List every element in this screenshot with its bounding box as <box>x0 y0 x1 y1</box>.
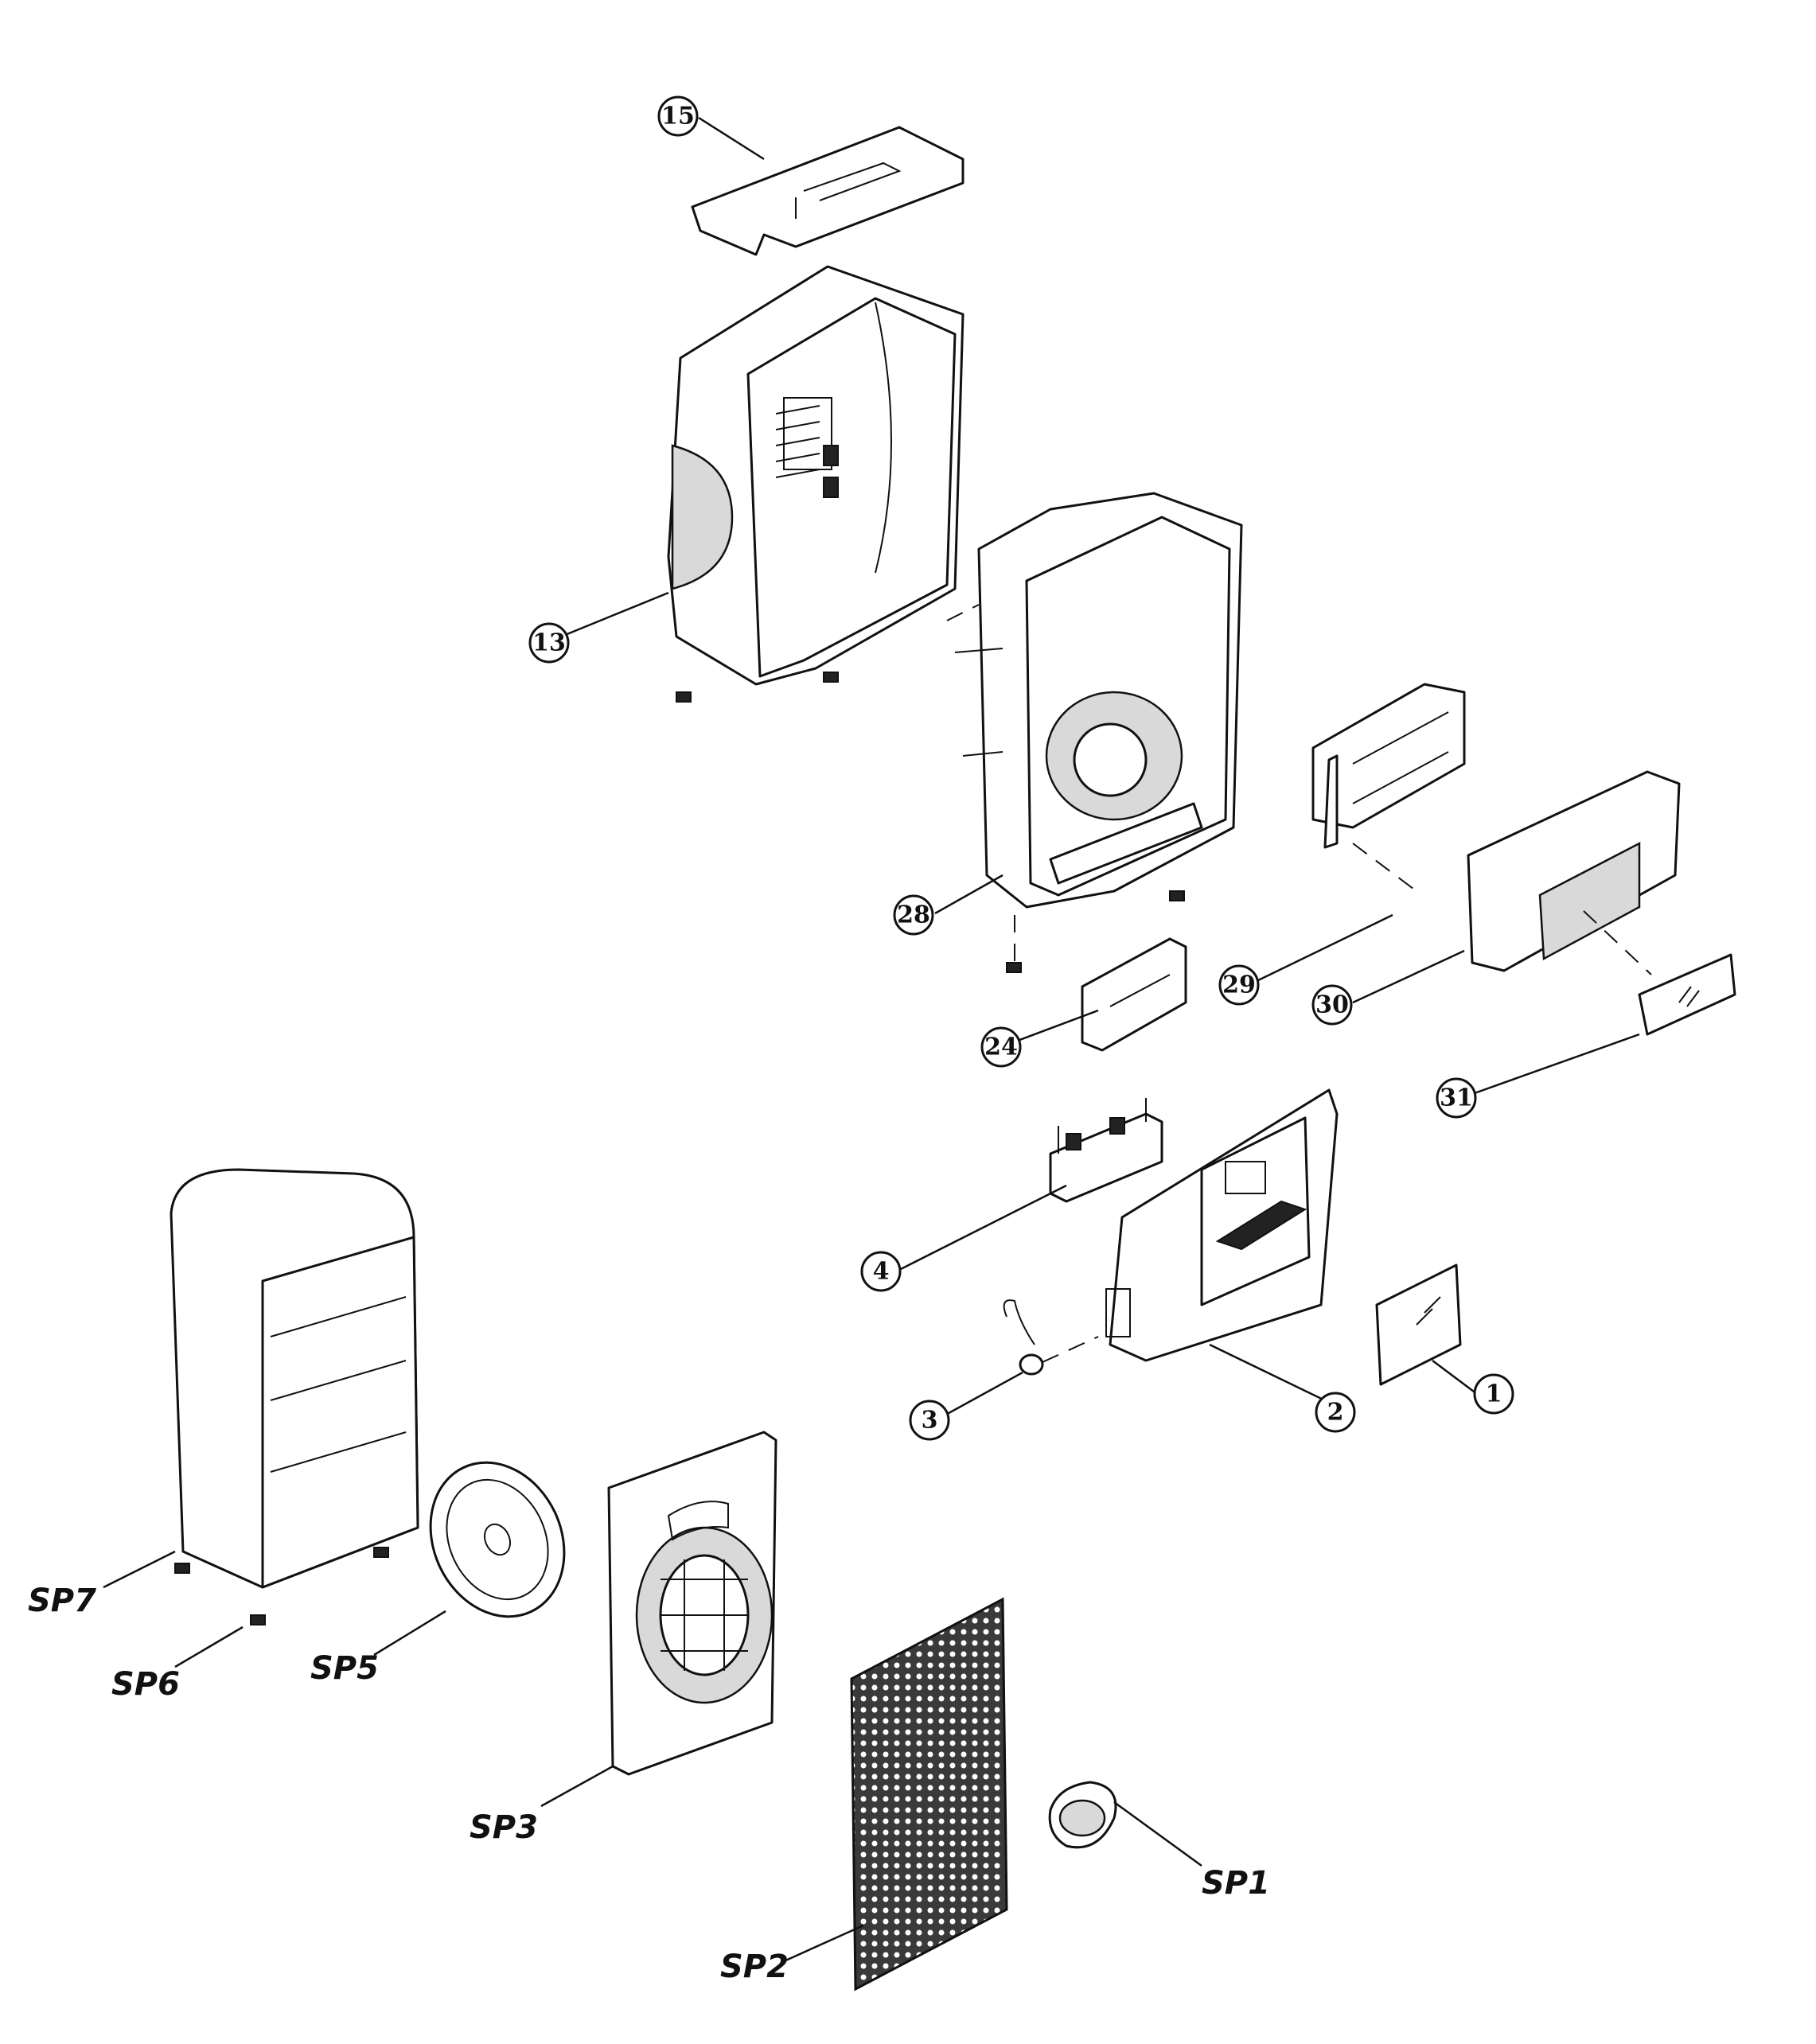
svg-text:3: 3 <box>922 1407 938 1435</box>
leader-28 <box>934 874 1003 915</box>
vent-grille <box>775 405 820 478</box>
part-switch-block <box>1049 1098 1163 1203</box>
label-sp2: SP2 <box>720 1949 789 1985</box>
callout-4: 4 <box>860 1251 902 1292</box>
callout-31: 31 <box>1436 1077 1477 1119</box>
part-clip <box>1081 937 1187 1052</box>
part-speaker-baffle <box>607 1431 777 1776</box>
callout-30: 30 <box>1311 984 1353 1026</box>
part-speaker-driver <box>429 1461 566 1618</box>
callout-29: 29 <box>1218 964 1260 1006</box>
part-front-bezel <box>1105 1088 1339 1362</box>
svg-text:29: 29 <box>1222 971 1256 999</box>
part-speaker-cabinet <box>170 1168 419 1625</box>
svg-text:28: 28 <box>897 901 930 929</box>
leader-sp2 <box>783 1924 864 1963</box>
part-rear-cabinet <box>667 265 965 703</box>
part-small-window <box>1638 953 1736 1036</box>
svg-text:4: 4 <box>873 1258 890 1286</box>
callout-13: 13 <box>528 622 570 664</box>
svg-text:15: 15 <box>661 103 695 130</box>
label-sp5: SP5 <box>310 1650 379 1687</box>
leader-2 <box>1209 1343 1334 1406</box>
leader-sp1 <box>1113 1801 1202 1867</box>
part-tweeter <box>1048 1781 1117 1849</box>
part-spring-knob <box>1003 1299 1099 1376</box>
svg-text:2: 2 <box>1327 1399 1344 1427</box>
part-inner-chassis <box>946 492 1243 973</box>
part-speaker-grille <box>850 1597 1008 1991</box>
part-top-cover <box>691 126 965 256</box>
leader-30 <box>1352 949 1465 1004</box>
svg-text:30: 30 <box>1315 991 1349 1019</box>
leader-1 <box>1432 1360 1481 1397</box>
label-sp3: SP3 <box>470 1809 538 1846</box>
leader-sp5 <box>373 1610 446 1657</box>
part-front-panel <box>1467 770 1681 972</box>
leader-sp3 <box>540 1765 614 1808</box>
part-bracket <box>1311 683 1466 849</box>
callout-3: 3 <box>909 1400 950 1441</box>
callout-2: 2 <box>1315 1392 1356 1433</box>
leader-sp6 <box>174 1625 244 1668</box>
svg-text:1: 1 <box>1486 1380 1502 1408</box>
svg-text:31: 31 <box>1440 1084 1473 1112</box>
leader-3 <box>942 1371 1023 1418</box>
label-sp6: SP6 <box>111 1666 180 1703</box>
leader-29 <box>1253 913 1393 984</box>
svg-text:13: 13 <box>532 629 566 657</box>
callout-24: 24 <box>980 1026 1022 1068</box>
callout-28: 28 <box>893 894 934 936</box>
callout-1: 1 <box>1473 1373 1514 1415</box>
callout-15: 15 <box>657 95 699 137</box>
leader-13 <box>551 591 669 642</box>
leader-4 <box>900 1184 1067 1271</box>
leader-sp7 <box>103 1550 176 1589</box>
label-sp7: SP7 <box>28 1583 96 1619</box>
leader-31 <box>1471 1033 1640 1096</box>
svg-text:24: 24 <box>984 1034 1018 1061</box>
leader-15 <box>698 116 765 161</box>
label-sp1: SP1 <box>1202 1865 1270 1902</box>
part-small-door <box>1375 1263 1462 1386</box>
leader-24 <box>1008 1009 1099 1045</box>
